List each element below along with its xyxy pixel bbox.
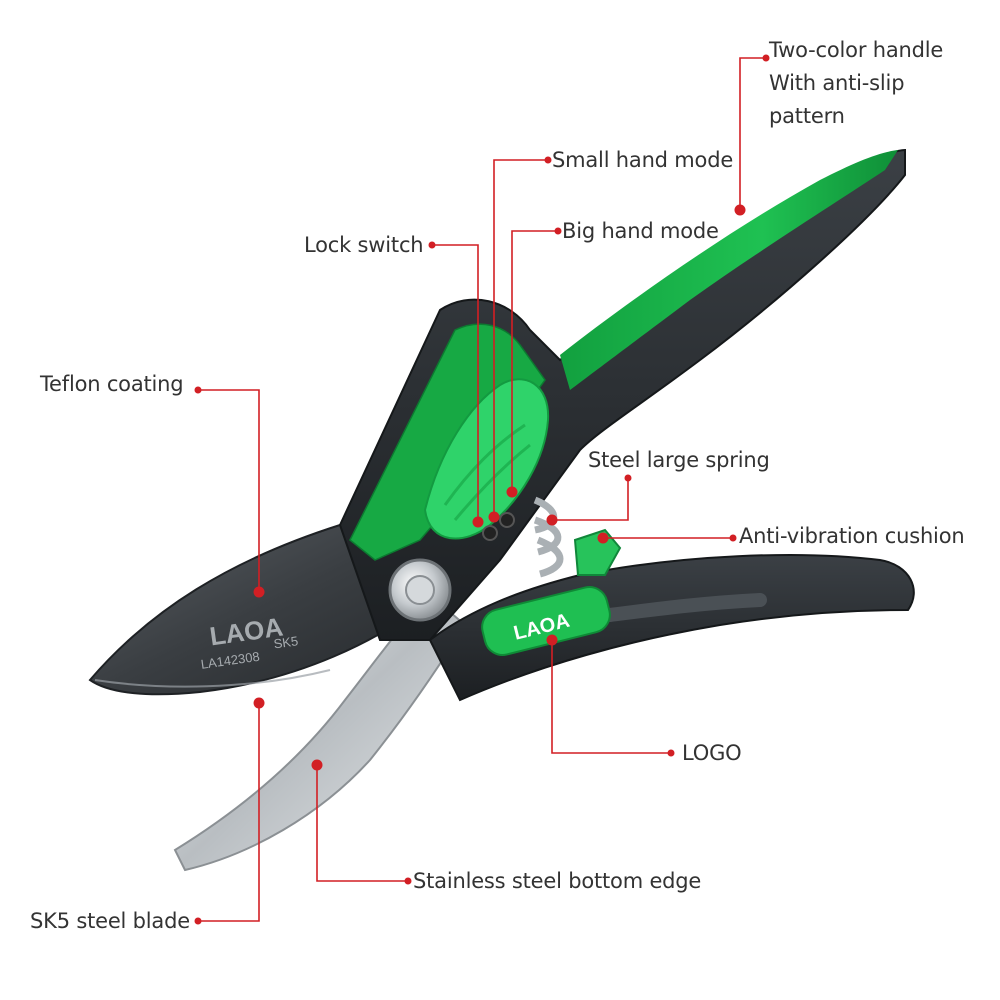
anti-vibration-cushion <box>573 528 622 576</box>
callout-steel-large-spring: Steel large spring <box>588 448 770 472</box>
callout-anti-vibration-cushion: Anti-vibration cushion <box>739 524 965 548</box>
callout-stainless-steel-bottom-edge: Stainless steel bottom edge <box>413 869 702 893</box>
callout-teflon-coating: Teflon coating <box>40 372 184 396</box>
callout-two-color-handle-line2: With anti-slip <box>769 71 905 95</box>
lock-switch-knob-2 <box>499 512 515 528</box>
steel-spring <box>533 496 564 578</box>
callout-two-color-handle: Two-color handle With anti-slip pattern <box>769 34 943 133</box>
callout-big-hand-mode: Big hand mode <box>562 219 719 243</box>
upper-green-grip <box>560 150 898 390</box>
callout-small-hand-mode: Small hand mode <box>552 148 734 172</box>
callout-two-color-handle-line3: pattern <box>769 104 845 128</box>
finger-lever <box>423 378 550 540</box>
leader-lines <box>198 57 766 922</box>
leader-dots <box>194 54 770 925</box>
callout-sk5-steel-blade: SK5 steel blade <box>30 909 190 933</box>
lock-switch-knob-1 <box>482 525 498 541</box>
blade-steel-grade-text: SK5 <box>273 633 299 651</box>
callout-two-color-handle-line1: Two-color handle <box>769 38 944 62</box>
callout-lock-switch: Lock switch <box>304 233 424 257</box>
callout-logo: LOGO <box>682 741 742 765</box>
